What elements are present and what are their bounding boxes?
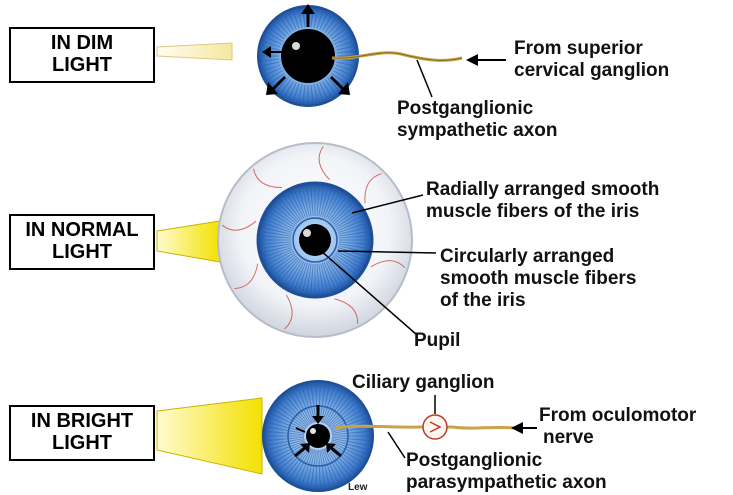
leader-postganglionic-parasympathetic xyxy=(387,431,406,459)
normal-light-line-2: LIGHT xyxy=(52,241,112,263)
label-postganglionic-sympathetic: Postganglionic sympathetic axon xyxy=(397,98,558,141)
leader-pupil xyxy=(319,249,418,336)
normal-light-box: IN NORMAL LIGHT xyxy=(9,214,155,270)
arrow-from-oculomotor xyxy=(511,422,537,434)
bright-light-line-1: IN BRIGHT xyxy=(30,410,134,432)
normal-light-line-1: IN NORMAL xyxy=(25,219,139,241)
leader-radial-fibers xyxy=(351,194,424,214)
label-postganglionic-parasympathetic: Postganglionic parasympathetic axon xyxy=(406,450,607,493)
dim-light-line-1: IN DIM xyxy=(50,32,114,54)
normal-light-beam xyxy=(156,220,221,263)
arrow-from-superior-cervical xyxy=(466,54,506,66)
artist-signature: Lew xyxy=(348,482,368,493)
dim-light-beam xyxy=(156,42,233,61)
ciliary-ganglion-node xyxy=(422,414,448,440)
dim-light-eye xyxy=(257,4,359,107)
bright-light-line-2: LIGHT xyxy=(52,432,112,454)
label-superior-cervical: From superior cervical ganglion xyxy=(514,38,670,81)
parasympathetic-axon-fiber xyxy=(335,424,516,430)
label-oculomotor: From oculomotor nerve xyxy=(539,405,697,448)
label-ciliary-ganglion: Ciliary ganglion xyxy=(352,372,495,393)
leader-circular-fibers xyxy=(337,250,437,254)
dim-light-box: IN DIM LIGHT xyxy=(9,27,155,83)
label-pupil: Pupil xyxy=(414,330,461,351)
bright-light-eye xyxy=(262,380,374,492)
dim-light-line-2: LIGHT xyxy=(52,54,112,76)
label-circular-fibers: Circularly arranged smooth muscle fibers… xyxy=(440,246,637,311)
normal-light-eye xyxy=(217,142,413,338)
bright-light-box: IN BRIGHT LIGHT xyxy=(9,405,155,461)
leader-postganglionic-sympathetic xyxy=(416,59,433,98)
label-radial-fibers: Radially arranged smooth muscle fibers o… xyxy=(426,179,660,222)
bright-light-beam xyxy=(156,397,263,475)
